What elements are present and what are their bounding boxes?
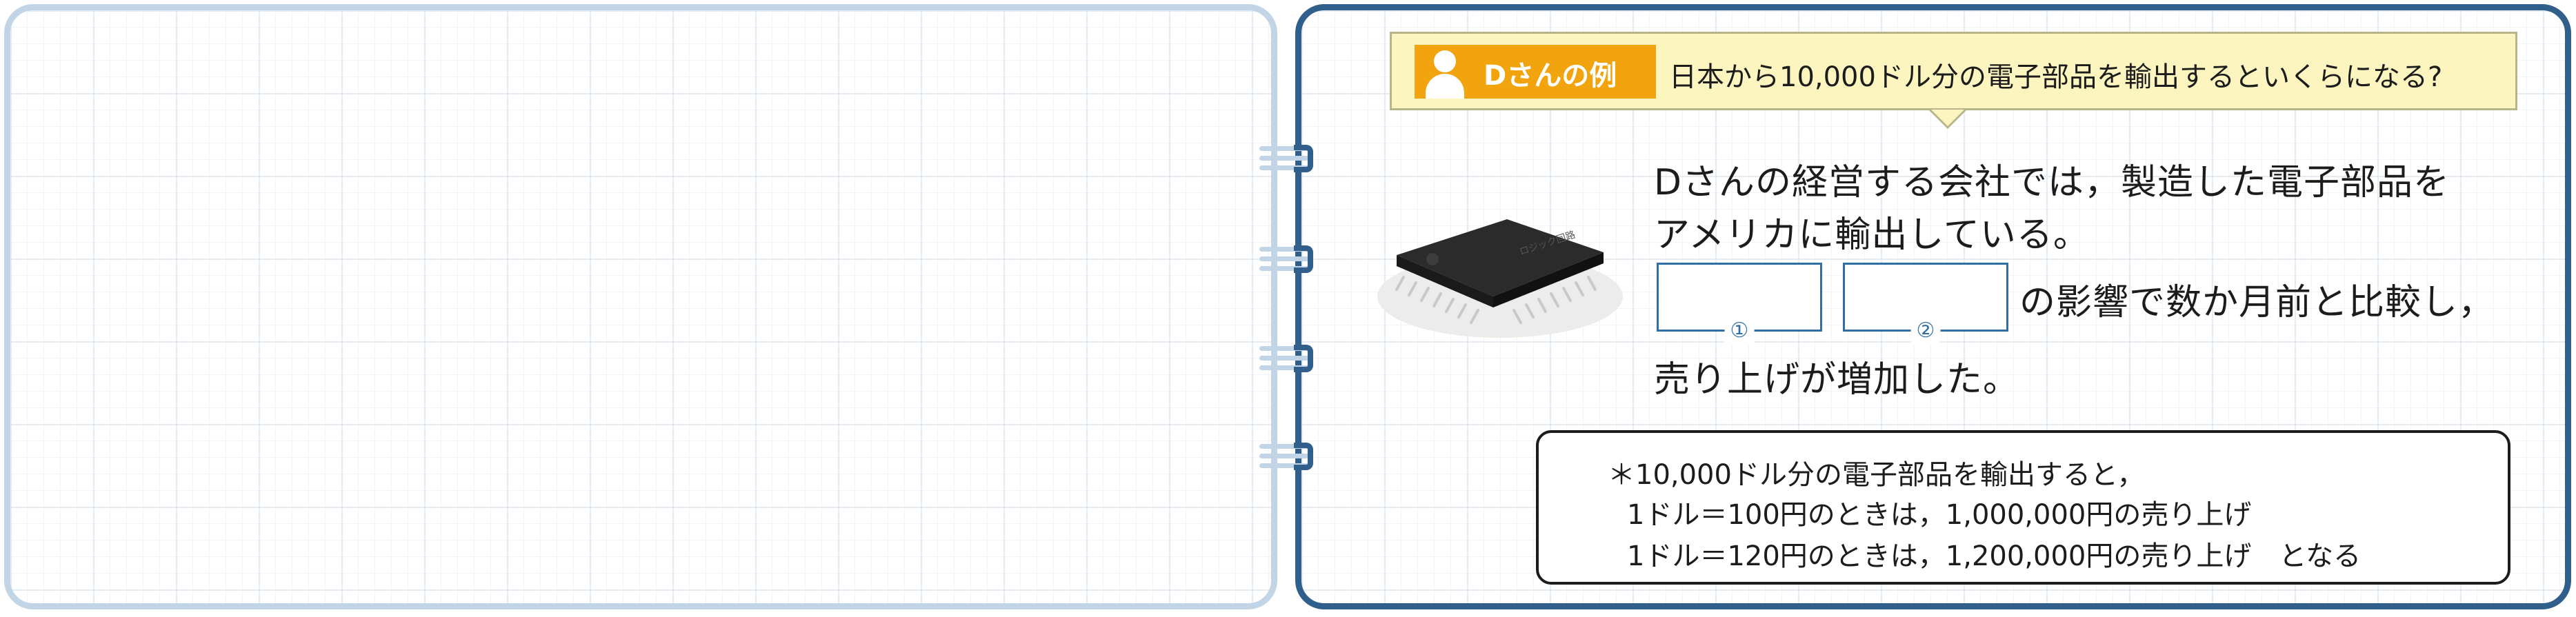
example-question: 日本から10,000ドル分の電子部品を輸出するといくらになる? xyxy=(1669,61,2443,93)
description-line-3: の影響で数か月前と比較し， xyxy=(2019,282,2495,323)
left-page xyxy=(4,4,1277,609)
note-box: ＊10,000ドル分の電子部品を輸出すると， 1ドル＝100円のときは，1,00… xyxy=(1536,430,2510,585)
answer-blank-2[interactable]: ② xyxy=(1843,263,2008,345)
person-icon xyxy=(1423,49,1467,99)
note-line-3: 1ドル＝120円のときは，1,200,000円の売り上げ となる xyxy=(1627,540,2362,572)
note-line-1: ＊10,000ドル分の電子部品を輸出すると， xyxy=(1608,459,2145,491)
example-tag-label: Dさんの例 xyxy=(1484,60,1617,92)
description-line-1: Dさんの経営する会社では，製造した電子部品を xyxy=(1654,162,2450,203)
binder-ring xyxy=(1254,142,1330,175)
binder-ring xyxy=(1254,440,1330,473)
example-banner: Dさんの例 日本から10,000ドル分の電子部品を輸出するといくらになる? xyxy=(1390,32,2517,129)
blank-number-1: ① xyxy=(1724,317,1755,345)
binder-ring xyxy=(1254,342,1330,375)
note-line-2: 1ドル＝100円のときは，1,000,000円の売り上げ xyxy=(1627,499,2252,531)
description-line-2: アメリカに輸出している。 xyxy=(1654,214,2090,256)
binder-ring xyxy=(1254,243,1330,276)
blank-number-2: ② xyxy=(1910,317,1941,345)
description-line-4: 売り上げが増加した。 xyxy=(1654,359,2020,401)
answer-blank-1[interactable]: ① xyxy=(1657,263,1822,345)
microchip-illustration: ロジック回路 xyxy=(1376,207,1624,345)
example-tag: Dさんの例 xyxy=(1415,45,1656,99)
